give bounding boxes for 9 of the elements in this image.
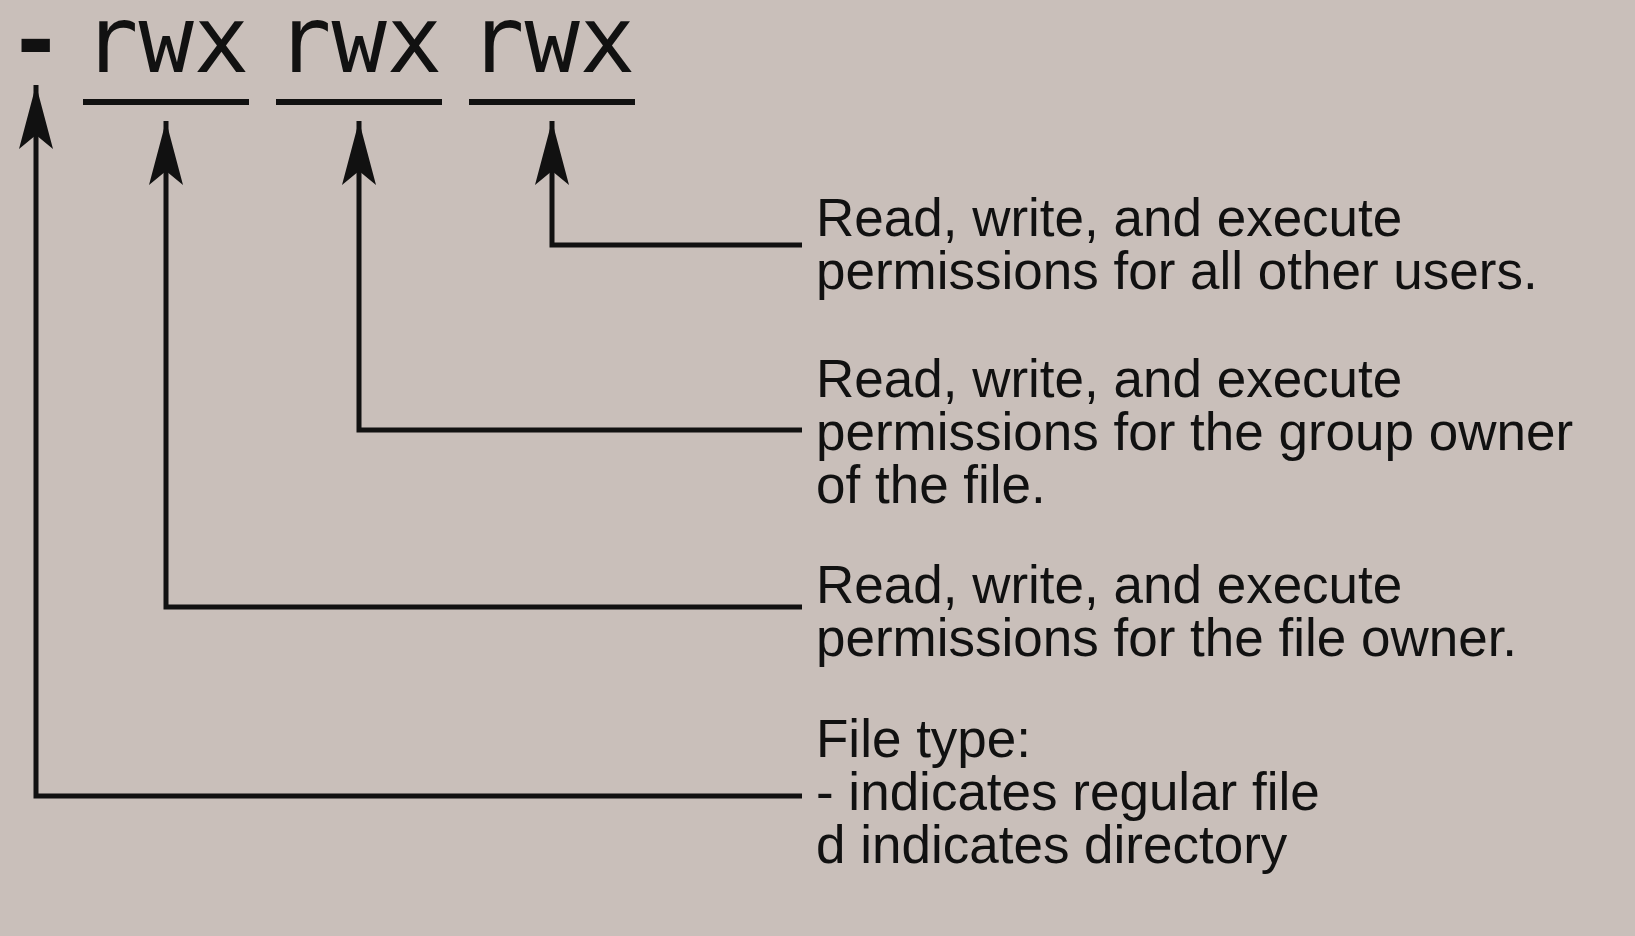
permission-triplet: rwx: [83, 1, 250, 105]
leader-arrow: [19, 85, 802, 799]
description-text: Read, write, and execute permissions for the group owner of the file.: [816, 352, 1606, 511]
permission-triplet: rwx: [276, 1, 443, 105]
permission-triplet: rwx: [469, 1, 636, 105]
file-type-dash: -: [8, 1, 64, 81]
leader-arrow: [149, 121, 802, 610]
leader-arrow: [342, 121, 802, 433]
leader-arrow: [535, 121, 802, 248]
